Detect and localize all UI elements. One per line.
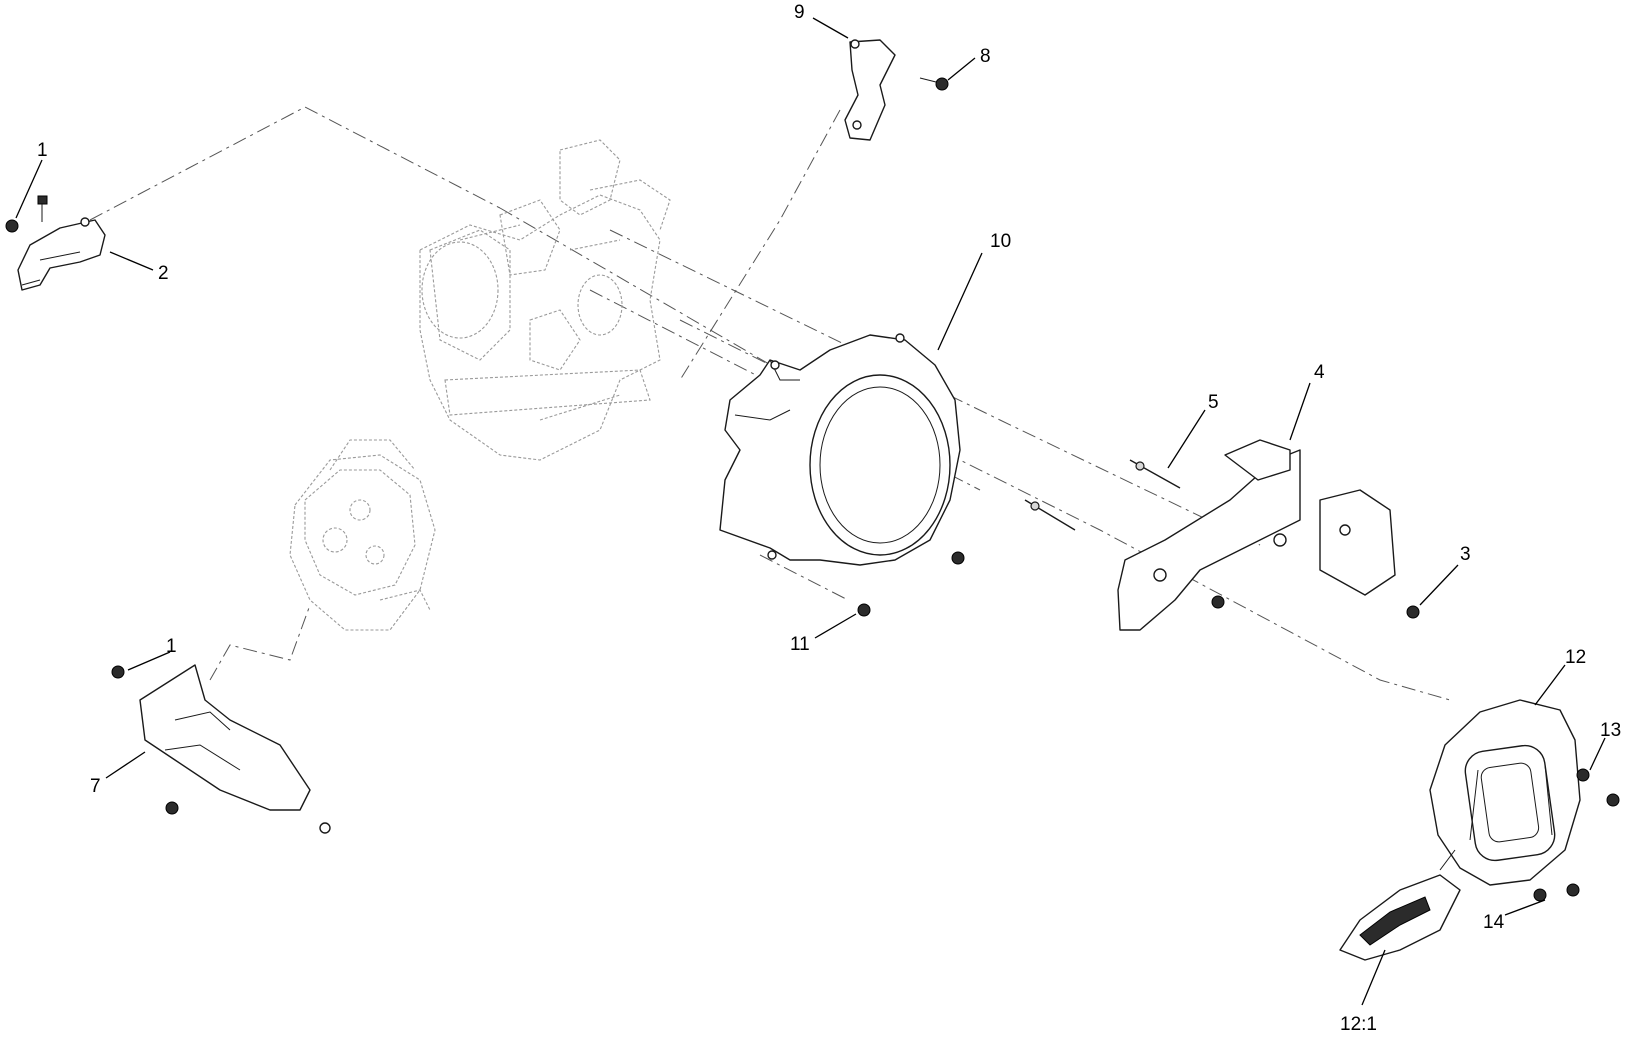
blower-housing-part-10 bbox=[719, 333, 961, 566]
bolt-part-1-top bbox=[5, 195, 48, 233]
callout-1-top: 1 bbox=[37, 140, 48, 161]
bracket-part-9 bbox=[844, 39, 896, 141]
bracket-part-3 bbox=[1211, 489, 1420, 619]
callout-5: 5 bbox=[1208, 392, 1219, 413]
bracket-part-4 bbox=[1117, 439, 1301, 631]
starter-handle-part-12-1 bbox=[1339, 849, 1461, 961]
callout-13: 13 bbox=[1600, 720, 1621, 741]
bolt-part-1-bottom bbox=[111, 665, 179, 815]
callout-9: 9 bbox=[794, 2, 805, 23]
bracket-part-2 bbox=[17, 217, 106, 291]
recoil-starter-part-12 bbox=[1429, 699, 1581, 886]
callout-4: 4 bbox=[1314, 362, 1325, 383]
callout-12-1: 12:1 bbox=[1340, 1014, 1377, 1035]
callout-2: 2 bbox=[158, 263, 169, 284]
callout-11: 11 bbox=[790, 634, 810, 655]
callout-numbers: 1 2 9 8 10 5 4 3 11 1 7 12 13 14 12:1 bbox=[37, 2, 1621, 1035]
leader-lines bbox=[15, 17, 1606, 1006]
bolt-part-11 bbox=[857, 551, 965, 617]
bolts-part-13 bbox=[1576, 768, 1620, 807]
callout-10: 10 bbox=[990, 231, 1011, 252]
callout-14: 14 bbox=[1483, 912, 1505, 933]
callout-8: 8 bbox=[980, 46, 991, 67]
bolt-part-8 bbox=[919, 77, 949, 91]
bolts-part-14 bbox=[1533, 883, 1580, 902]
cylinder-head bbox=[289, 439, 436, 631]
stud-part-5 bbox=[1024, 459, 1181, 531]
callout-7: 7 bbox=[90, 776, 101, 797]
callout-1-bottom: 1 bbox=[166, 636, 177, 657]
shield-part-7 bbox=[139, 664, 331, 834]
callout-3: 3 bbox=[1460, 544, 1471, 565]
engine-block bbox=[419, 139, 671, 461]
callout-12: 12 bbox=[1565, 647, 1586, 668]
